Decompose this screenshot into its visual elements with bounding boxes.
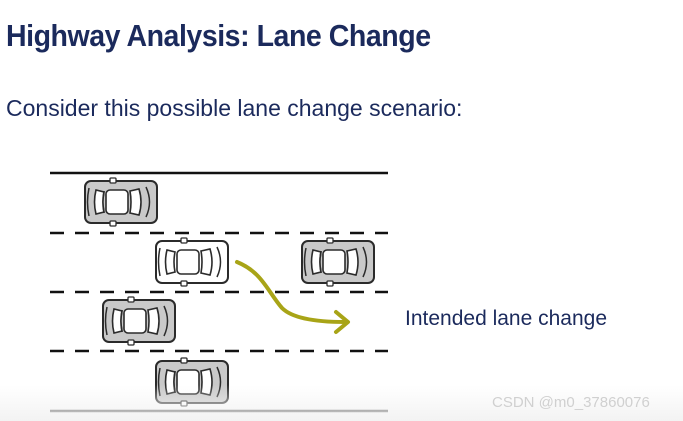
watermark: CSDN @m0_37860076 — [492, 394, 650, 411]
car-lane1 — [85, 178, 157, 226]
car-ego — [156, 238, 228, 286]
lane-change-label: Intended lane change — [405, 307, 607, 331]
car-lane3 — [103, 297, 175, 345]
car-lane2-ahead — [302, 238, 374, 286]
